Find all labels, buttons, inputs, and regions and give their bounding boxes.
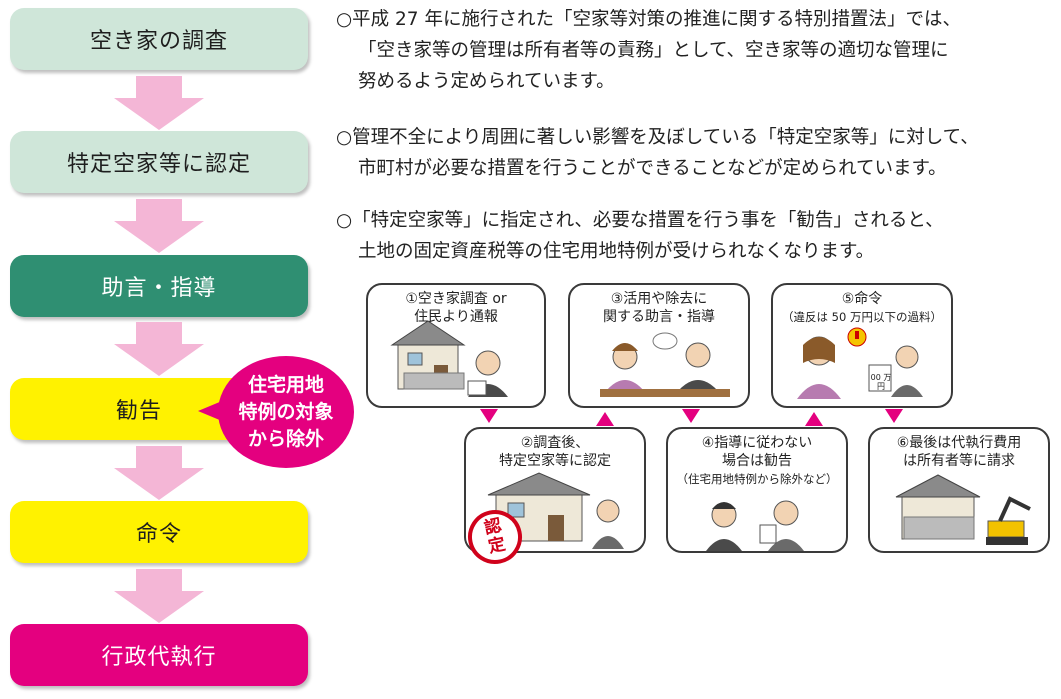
step-caption: ⑤命令 （違反は 50 万円以下の過料） [773, 290, 951, 326]
step-card-3-advice: ③活用や除去に 関する助言・指導 [568, 283, 750, 408]
step-connector-arrow [596, 412, 614, 426]
step-caption-line: 特定空家等に認定 [499, 453, 611, 469]
paragraph-line: 土地の固定資産税等の住宅用地特例が受けられなくなります。 [358, 241, 875, 262]
paragraph-line: ○管理不全により周囲に著しい影響を及ぼしている「特定空家等」に対して、 [336, 127, 979, 148]
flow-arrow [114, 446, 204, 500]
step-caption: ②調査後、 特定空家等に認定 [466, 434, 644, 470]
flow-step-advice: 助言・指導 [10, 255, 308, 317]
exclusion-line: 住宅用地 [247, 373, 324, 396]
step-caption-line: ⑤命令 [841, 291, 883, 307]
step-caption-line: 関する助言・指導 [603, 309, 715, 325]
paragraph-measures: ○管理不全により周囲に著しい影響を及ぼしている「特定空家等」に対して、 市町村が… [336, 122, 1056, 184]
flow-step-label: 行政代執行 [101, 645, 217, 670]
step-caption-line: （違反は 50 万円以下の過料） [782, 310, 942, 324]
order-illustration [797, 327, 923, 399]
flow-step-survey: 空き家の調査 [10, 8, 308, 70]
step-caption-line: ②調査後、 [520, 435, 590, 451]
exclusion-line: から除外 [247, 427, 324, 450]
step-caption-line: ⑥最後は代執行費用 [896, 435, 1022, 451]
step-card-1-survey: ①空き家調査 or 住民より通報 [366, 283, 546, 408]
step-caption: ③活用や除去に 関する助言・指導 [570, 290, 748, 326]
step-caption: ①空き家調査 or 住民より通報 [368, 290, 544, 326]
step-caption-line: 場合は勧告 [722, 453, 792, 469]
exclusion-pointer [198, 401, 222, 421]
step-connector-arrow [682, 409, 700, 423]
paragraph-law: ○平成 27 年に施行された「空家等対策の推進に関する特別措置法」では、 「空き… [336, 4, 1056, 97]
flow-step-label: 特定空家等に認定 [66, 152, 251, 177]
exclusion-callout: 住宅用地 特例の対象 から除外 [218, 356, 354, 468]
step-card-5-order: ⑤命令 （違反は 50 万円以下の過料） 00 万円 [771, 283, 953, 408]
house-survey-illustration [390, 320, 508, 397]
advice-meeting-illustration [600, 332, 730, 397]
flow-step-label: 勧告 [115, 399, 162, 424]
recommendation-illustration [706, 500, 804, 551]
step-card-6-execution: ⑥最後は代執行費用 は所有者等に請求 [868, 427, 1050, 553]
step-connector-arrow [805, 412, 823, 426]
paragraph-tax: ○「特定空家等」に指定され、必要な措置を行う事を「勧告」されると、 土地の固定資… [336, 205, 1056, 267]
flow-arrow [114, 322, 204, 376]
flow-step-designation: 特定空家等に認定 [10, 131, 308, 193]
flow-arrow [114, 569, 204, 623]
step-caption: ⑥最後は代執行費用 は所有者等に請求 [870, 434, 1048, 470]
paragraph-line: ○平成 27 年に施行された「空家等対策の推進に関する特別措置法」では、 [336, 9, 961, 30]
flow-step-label: 空き家の調査 [89, 29, 228, 54]
notice-document-text: 00 万円 [870, 373, 892, 391]
step-caption-line: （住宅用地特例から除外など） [676, 472, 838, 486]
demolition-illustration [895, 474, 1031, 545]
step-caption-line: ④指導に従わない [701, 435, 813, 451]
flow-step-label: 命令 [135, 522, 182, 547]
step-caption-line: ①空き家調査 or [405, 291, 507, 307]
exclusion-line: 特例の対象 [238, 400, 334, 423]
paragraph-line: 「空き家等の管理は所有者等の責務」として、空き家等の適切な管理に [358, 40, 949, 61]
flow-step-order: 命令 [10, 501, 308, 563]
paragraph-line: 努めるよう定められています。 [358, 71, 615, 92]
flow-arrow [114, 76, 204, 130]
step-caption-line: は所有者等に請求 [903, 453, 1015, 469]
step-card-4-recommendation: ④指導に従わない 場合は勧告 （住宅用地特例から除外など） [666, 427, 848, 553]
flow-step-label: 助言・指導 [101, 276, 217, 301]
step-caption-line: ③活用や除去に [610, 291, 708, 307]
step-caption-line: 住民より通報 [414, 309, 498, 325]
step-connector-arrow [480, 409, 498, 423]
step-caption: ④指導に従わない 場合は勧告 （住宅用地特例から除外など） [668, 434, 846, 488]
step-connector-arrow [885, 409, 903, 423]
flow-step-execution: 行政代執行 [10, 624, 308, 686]
paragraph-line: 市町村が必要な措置を行うことができることなどが定められています。 [358, 158, 947, 179]
stamp-char: 定 [486, 534, 508, 558]
paragraph-line: ○「特定空家等」に指定され、必要な措置を行う事を「勧告」されると、 [336, 210, 944, 231]
flow-arrow [114, 199, 204, 253]
